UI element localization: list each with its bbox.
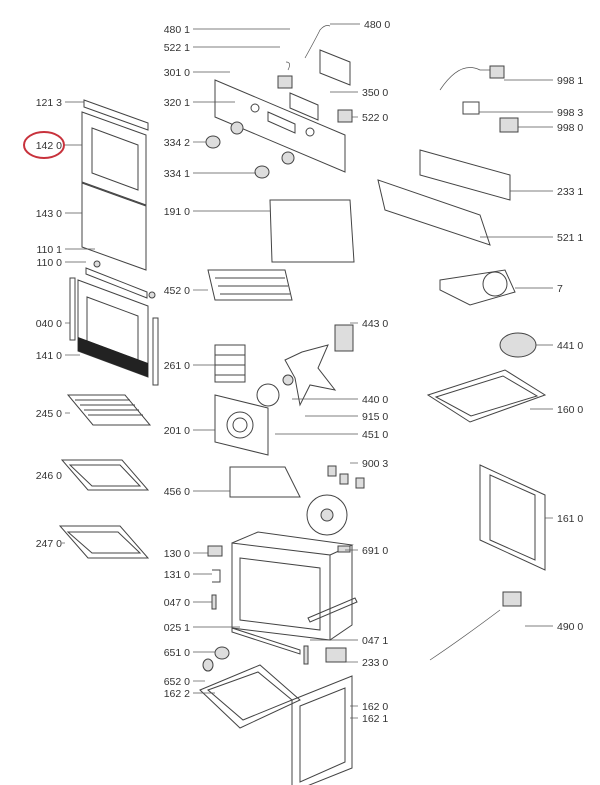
fan-cover xyxy=(214,394,269,456)
part-label[interactable]: 162 0 xyxy=(362,701,388,713)
main-board-bracket xyxy=(419,149,511,201)
part-label[interactable]: 247 0 xyxy=(36,538,62,550)
part-label[interactable]: 246 0 xyxy=(36,470,62,482)
part-label[interactable]: 456 0 xyxy=(164,486,190,498)
part-label[interactable]: 452 0 xyxy=(164,285,190,297)
part-label[interactable]: 480 1 xyxy=(164,24,190,36)
door-seal xyxy=(269,199,355,263)
part-label[interactable]: 025 1 xyxy=(164,622,190,634)
part-label[interactable]: 443 0 xyxy=(362,318,388,330)
part-label[interactable]: 201 0 xyxy=(164,425,190,437)
cable-plug xyxy=(489,65,505,79)
door-hinge-left xyxy=(69,277,76,341)
part-label[interactable]: 440 0 xyxy=(362,394,388,406)
door-bumper-2 xyxy=(148,291,156,299)
part-label[interactable]: 131 0 xyxy=(164,569,190,581)
part-label[interactable]: 334 1 xyxy=(164,168,190,180)
door-hinge-right xyxy=(152,317,159,386)
part-label[interactable]: 900 3 xyxy=(362,458,388,470)
part-label[interactable]: 334 2 xyxy=(164,137,190,149)
terminal-block xyxy=(502,591,522,607)
oven-cavity xyxy=(231,542,331,641)
ring-heater xyxy=(256,383,280,407)
part-label[interactable]: 191 0 xyxy=(164,206,190,218)
part-label[interactable]: 301 0 xyxy=(164,67,190,79)
part-label[interactable]: 522 1 xyxy=(164,42,190,54)
part-label[interactable]: 7 xyxy=(557,283,563,295)
part-label[interactable]: 233 1 xyxy=(557,186,583,198)
fan-nut xyxy=(282,374,294,386)
part-label[interactable]: 350 0 xyxy=(362,87,388,99)
highlight-circle xyxy=(23,131,65,159)
part-label[interactable]: 121 3 xyxy=(36,97,62,109)
inner-glass xyxy=(81,111,147,206)
oven-frame xyxy=(479,464,546,571)
side-rail xyxy=(214,344,246,383)
part-label[interactable]: 142 0 xyxy=(36,140,62,152)
power-board xyxy=(319,49,351,86)
door-top-trim xyxy=(83,99,149,131)
door-bottom-trim xyxy=(85,267,148,299)
bottom-rail xyxy=(231,627,301,655)
part-label[interactable]: 490 0 xyxy=(557,621,583,633)
top-heater xyxy=(207,269,293,301)
wire-rack xyxy=(66,394,152,426)
part-label[interactable]: 162 2 xyxy=(164,688,190,700)
part-label[interactable]: 651 0 xyxy=(164,647,190,659)
part-label[interactable]: 047 1 xyxy=(362,635,388,647)
part-label[interactable]: 441 0 xyxy=(557,340,583,352)
part-label[interactable]: 233 0 xyxy=(362,657,388,669)
knob-1 xyxy=(205,135,221,149)
deep-tray xyxy=(58,525,150,559)
part-label[interactable]: 040 0 xyxy=(36,318,62,330)
part-label[interactable]: 691 0 xyxy=(362,545,388,557)
top-cover xyxy=(426,369,547,423)
thermostat xyxy=(325,647,347,663)
part-label[interactable]: 160 0 xyxy=(557,404,583,416)
part-label[interactable]: 162 1 xyxy=(362,713,388,725)
part-label[interactable]: 143 0 xyxy=(36,208,62,220)
part-drawings xyxy=(58,25,547,785)
part-label[interactable]: 047 0 xyxy=(164,597,190,609)
switch-left xyxy=(277,75,293,89)
part-label[interactable]: 915 0 xyxy=(362,411,388,423)
part-label[interactable]: 998 3 xyxy=(557,107,583,119)
part-label[interactable]: 521 1 xyxy=(557,232,583,244)
part-label[interactable]: 110 0 xyxy=(37,257,63,269)
bottom-heater xyxy=(229,466,301,498)
part-label[interactable]: 320 1 xyxy=(164,97,190,109)
part-label[interactable]: 652 0 xyxy=(164,676,190,688)
bottom-panel xyxy=(199,664,301,729)
part-label[interactable]: 998 1 xyxy=(557,75,583,87)
middle-glass xyxy=(81,182,147,271)
part-label[interactable]: 110 1 xyxy=(37,244,63,256)
part-label[interactable]: 451 0 xyxy=(362,429,388,441)
door-bumper xyxy=(93,260,101,268)
lamp xyxy=(207,545,223,557)
control-panel xyxy=(214,79,346,173)
knob-2 xyxy=(254,165,270,179)
rear-fan-plate xyxy=(306,494,348,536)
part-label[interactable]: 141 0 xyxy=(36,350,62,362)
part-label[interactable]: 480 0 xyxy=(364,19,390,31)
part-label[interactable]: 130 0 xyxy=(164,548,190,560)
back-panel xyxy=(291,675,353,785)
switch-right xyxy=(337,109,353,123)
part-label[interactable]: 261 0 xyxy=(164,360,190,372)
part-label[interactable]: 522 0 xyxy=(362,112,388,124)
door-handle-strip xyxy=(78,337,148,377)
fan-motor xyxy=(334,324,354,352)
display-module xyxy=(289,92,319,121)
fan-blade xyxy=(284,344,337,407)
main-board xyxy=(377,179,491,246)
cooling-fan xyxy=(499,332,537,358)
part-label[interactable]: 161 0 xyxy=(557,513,583,525)
part-label[interactable]: 245 0 xyxy=(36,408,62,420)
part-label[interactable]: 998 0 xyxy=(557,122,583,134)
shallow-tray xyxy=(60,459,150,491)
